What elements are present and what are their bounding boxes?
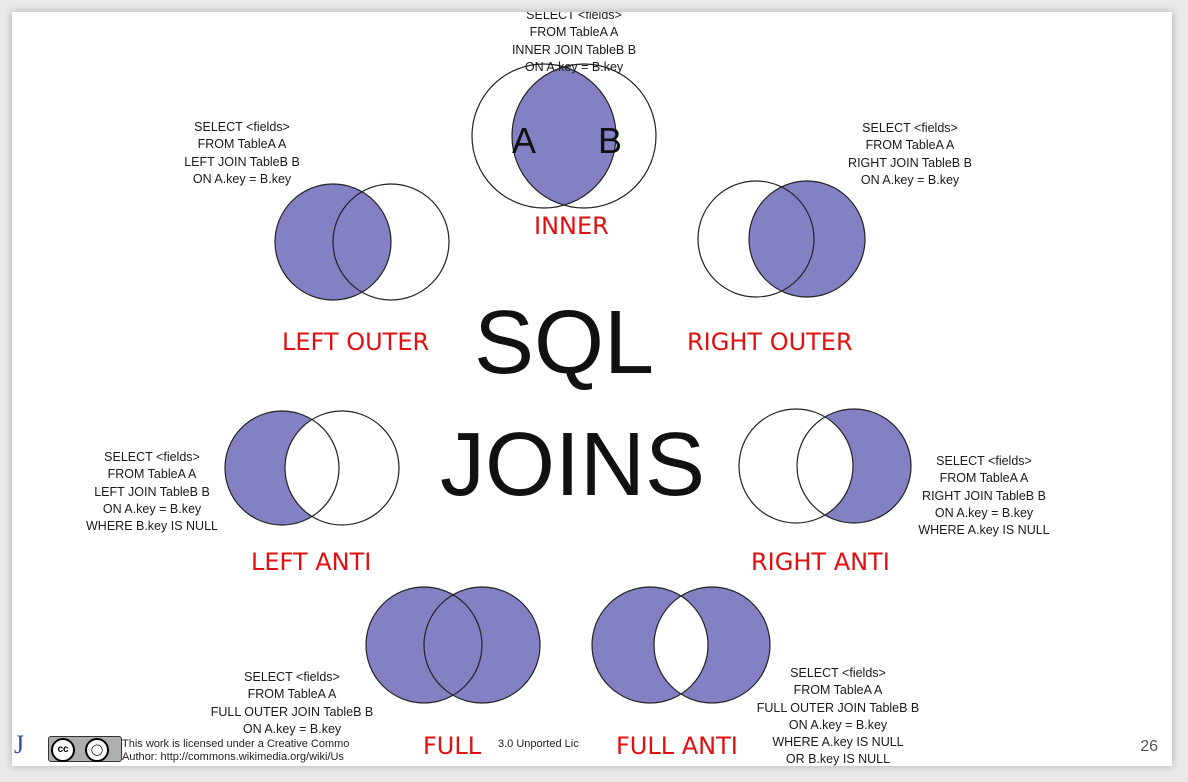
- logo-mark: J: [14, 730, 25, 759]
- venn-full: [365, 586, 541, 704]
- license-line-1: This work is licensed under a Creative C…: [122, 738, 350, 750]
- by-icon: ◯: [85, 738, 109, 762]
- page-number: 26: [1140, 738, 1158, 755]
- venn-left-anti: [224, 410, 400, 526]
- sql-full: SELECT <fields> FROM TableA A FULL OUTER…: [210, 670, 374, 736]
- sql-inner: SELECT <fields> FROM TableA A INNER JOIN…: [511, 12, 637, 74]
- venn-full-anti: [591, 586, 771, 704]
- label-right-outer: RIGHT OUTER: [687, 328, 853, 356]
- sql-right-outer: SELECT <fields> FROM TableA A RIGHT JOIN…: [848, 121, 972, 187]
- label-left-outer: LEFT OUTER: [282, 328, 430, 356]
- sql-right-anti: SELECT <fields> FROM TableA A RIGHT JOIN…: [918, 454, 1050, 538]
- venn-letter-a: A: [512, 120, 537, 161]
- venn-inner: [471, 63, 657, 209]
- label-inner: INNER: [534, 212, 609, 240]
- slide: A B SELECT <fields> FROM TableA A INNER …: [12, 12, 1172, 766]
- license-line-2[interactable]: Author: http://commons.wikimedia.org/wik…: [122, 751, 344, 763]
- label-left-anti: LEFT ANTI: [251, 548, 372, 576]
- license-text: This work is licensed under a Creative C…: [122, 738, 384, 764]
- label-right-anti: RIGHT ANTI: [751, 548, 890, 576]
- venn-left-outer: [274, 183, 450, 301]
- venn-right-outer: [697, 180, 866, 298]
- sql-left-anti: SELECT <fields> FROM TableA A LEFT JOIN …: [86, 450, 218, 534]
- venn-diagrams: [224, 63, 912, 704]
- cc-icon: cc: [51, 738, 75, 762]
- license-fragment: 3.0 Unported Lic: [498, 738, 579, 750]
- label-full: FULL: [423, 732, 482, 760]
- venn-right-anti: [738, 408, 912, 524]
- title-joins: JOINS: [440, 415, 706, 515]
- title-sql: SQL: [474, 293, 655, 393]
- sql-full-anti: SELECT <fields> FROM TableA A FULL OUTER…: [756, 666, 920, 766]
- sql-left-outer: SELECT <fields> FROM TableA A LEFT JOIN …: [184, 120, 300, 186]
- label-full-anti: FULL ANTI: [616, 732, 738, 760]
- cc-by-badge[interactable]: cc ◯: [48, 736, 122, 762]
- venn-letter-b: B: [598, 120, 623, 161]
